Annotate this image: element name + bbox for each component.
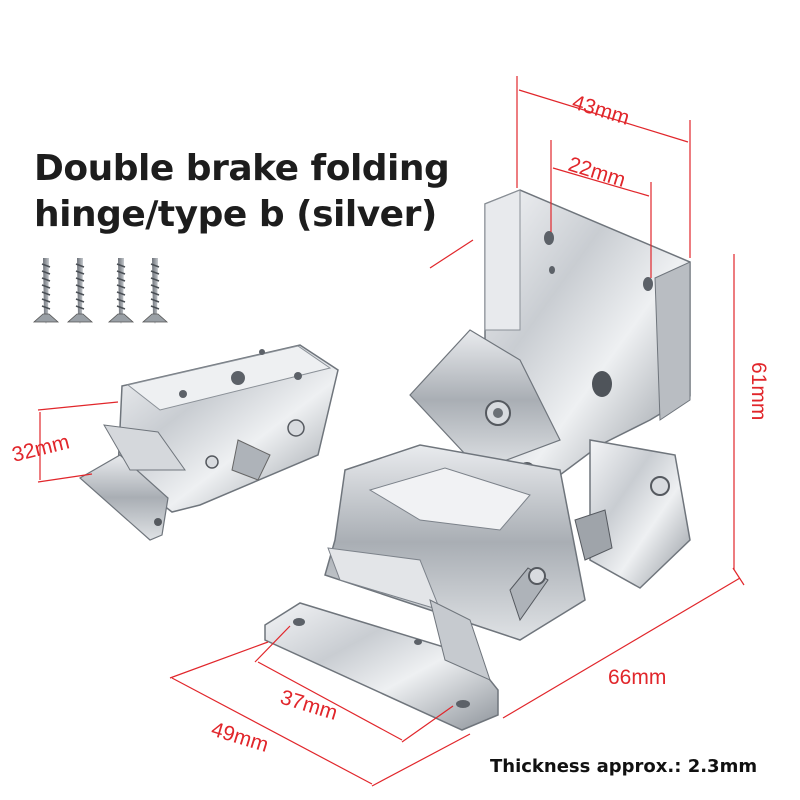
dim-height: 61mm (747, 362, 770, 420)
open-hinge-image (264, 189, 691, 731)
product-title: Double brake folding hinge/type b (silve… (34, 146, 450, 238)
dim-base-width: 49mm (209, 718, 272, 757)
dim-length: 66mm (608, 666, 666, 689)
dimension-lines (37, 76, 745, 787)
screw-icon (141, 258, 169, 324)
screw-icon (32, 258, 60, 324)
dim-top-width: 43mm (570, 91, 633, 130)
screws-group (32, 258, 169, 324)
dim-hole-spacing: 22mm (566, 153, 629, 192)
folded-hinge-image (78, 344, 339, 541)
product-title-line1: Double brake folding (34, 148, 450, 189)
product-title-line2: hinge/type b (silver) (34, 194, 437, 235)
dim-fold-height: 32mm (10, 430, 72, 466)
dim-base-hole-spacing: 37mm (278, 686, 341, 725)
screw-icon (66, 258, 94, 324)
screw-icon (107, 258, 135, 324)
thickness-note: Thickness approx.: 2.3mm (490, 756, 758, 777)
